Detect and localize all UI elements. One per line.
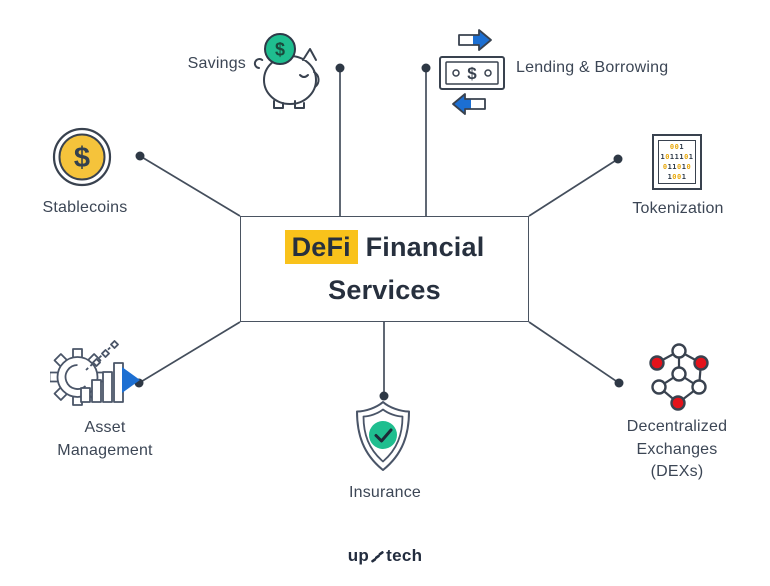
title-highlight: DeFi bbox=[284, 229, 358, 264]
dollar-sign: $ bbox=[74, 142, 90, 174]
gear-chart-icon bbox=[50, 340, 140, 406]
network-nodes-icon bbox=[649, 343, 709, 411]
label-insurance: Insurance bbox=[348, 484, 422, 501]
page-title: DeFi Financial Services bbox=[249, 226, 521, 312]
dollar-sign: $ bbox=[275, 40, 285, 60]
label-savings: Savings bbox=[187, 55, 246, 72]
center-topic-box: DeFi Financial Services bbox=[240, 216, 529, 322]
label-stablecoins: Stablecoins bbox=[42, 199, 128, 216]
uptech-logo: up tech bbox=[0, 546, 770, 566]
dollar-coin-icon: $ bbox=[52, 127, 112, 187]
uptech-dash-icon bbox=[371, 551, 384, 563]
dollar-sign: $ bbox=[467, 64, 477, 83]
money-transfer-icon: $ bbox=[439, 29, 505, 115]
logo-tech-text: tech bbox=[386, 546, 423, 565]
label-lending-borrowing: Lending & Borrowing bbox=[516, 59, 669, 76]
label-asset-management: Asset Management bbox=[57, 419, 153, 459]
shield-check-icon bbox=[356, 401, 410, 471]
piggy-bank-icon: $ bbox=[253, 33, 320, 109]
logo-up-text: up bbox=[347, 546, 370, 565]
label-tokenization: Tokenization bbox=[632, 200, 724, 217]
label-dex: Decentralized Exchanges (DEXs) bbox=[626, 418, 728, 481]
title-rest: Financial Services bbox=[328, 231, 485, 305]
